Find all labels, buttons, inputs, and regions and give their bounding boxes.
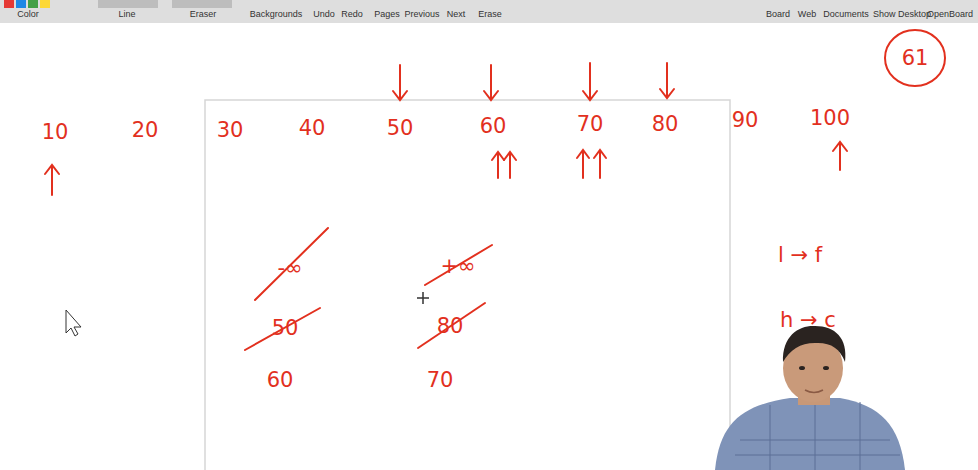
toolbar-label: Erase xyxy=(478,10,502,19)
handwritten-label: h → c xyxy=(780,310,836,331)
handwritten-label: 60 xyxy=(267,370,294,391)
handwritten-label: 70 xyxy=(577,114,604,135)
handwritten-label: 50 xyxy=(387,118,414,139)
strike-marks xyxy=(245,228,492,350)
handwritten-label: 80 xyxy=(652,114,679,135)
toolbar-label: Previous xyxy=(404,10,439,19)
handwritten-label: 20 xyxy=(132,120,159,141)
handwritten-label: l → f xyxy=(778,245,822,266)
toolbar-label: Line xyxy=(118,10,135,19)
toolbar-label: Web xyxy=(798,10,816,19)
handwritten-label: 40 xyxy=(299,118,326,139)
toolbar-label: Undo xyxy=(313,10,335,19)
handwritten-label: -∞ xyxy=(277,258,302,279)
toolbar-label: Backgrounds xyxy=(250,10,303,19)
mouse-cursor xyxy=(66,310,81,336)
pointer-arrows xyxy=(45,30,945,195)
node-text: 61 xyxy=(902,48,929,69)
handwritten-label: 10 xyxy=(42,122,69,143)
toolbar-label: Next xyxy=(447,10,466,19)
color-swatches xyxy=(4,0,232,8)
handwritten-label: +∞ xyxy=(440,256,475,277)
toolbar-label: Documents xyxy=(823,10,869,19)
toolbar-label: Board xyxy=(766,10,790,19)
handwritten-label: 90 xyxy=(732,110,759,131)
toolbar-label: Show Desktop xyxy=(873,10,931,19)
handwritten-label: 70 xyxy=(427,370,454,391)
toolbar-label: Eraser xyxy=(190,10,217,19)
presenter-figure xyxy=(715,326,905,470)
toolbar-label: Color xyxy=(17,10,39,19)
handwritten-label: 100 xyxy=(810,108,850,129)
board-page xyxy=(205,100,730,470)
handwritten-label: 30 xyxy=(217,120,244,141)
toolbar-label: Pages xyxy=(374,10,400,19)
crosshair-cursor xyxy=(417,292,429,304)
handwritten-label: 60 xyxy=(480,116,507,137)
circled-number: 61 xyxy=(885,30,945,86)
toolbar-label: OpenBoard xyxy=(927,10,973,19)
toolbar-label: Redo xyxy=(341,10,363,19)
handwritten-label: 80 xyxy=(437,316,464,337)
handwritten-label: 50 xyxy=(272,318,299,339)
toolbar-band xyxy=(0,0,978,23)
